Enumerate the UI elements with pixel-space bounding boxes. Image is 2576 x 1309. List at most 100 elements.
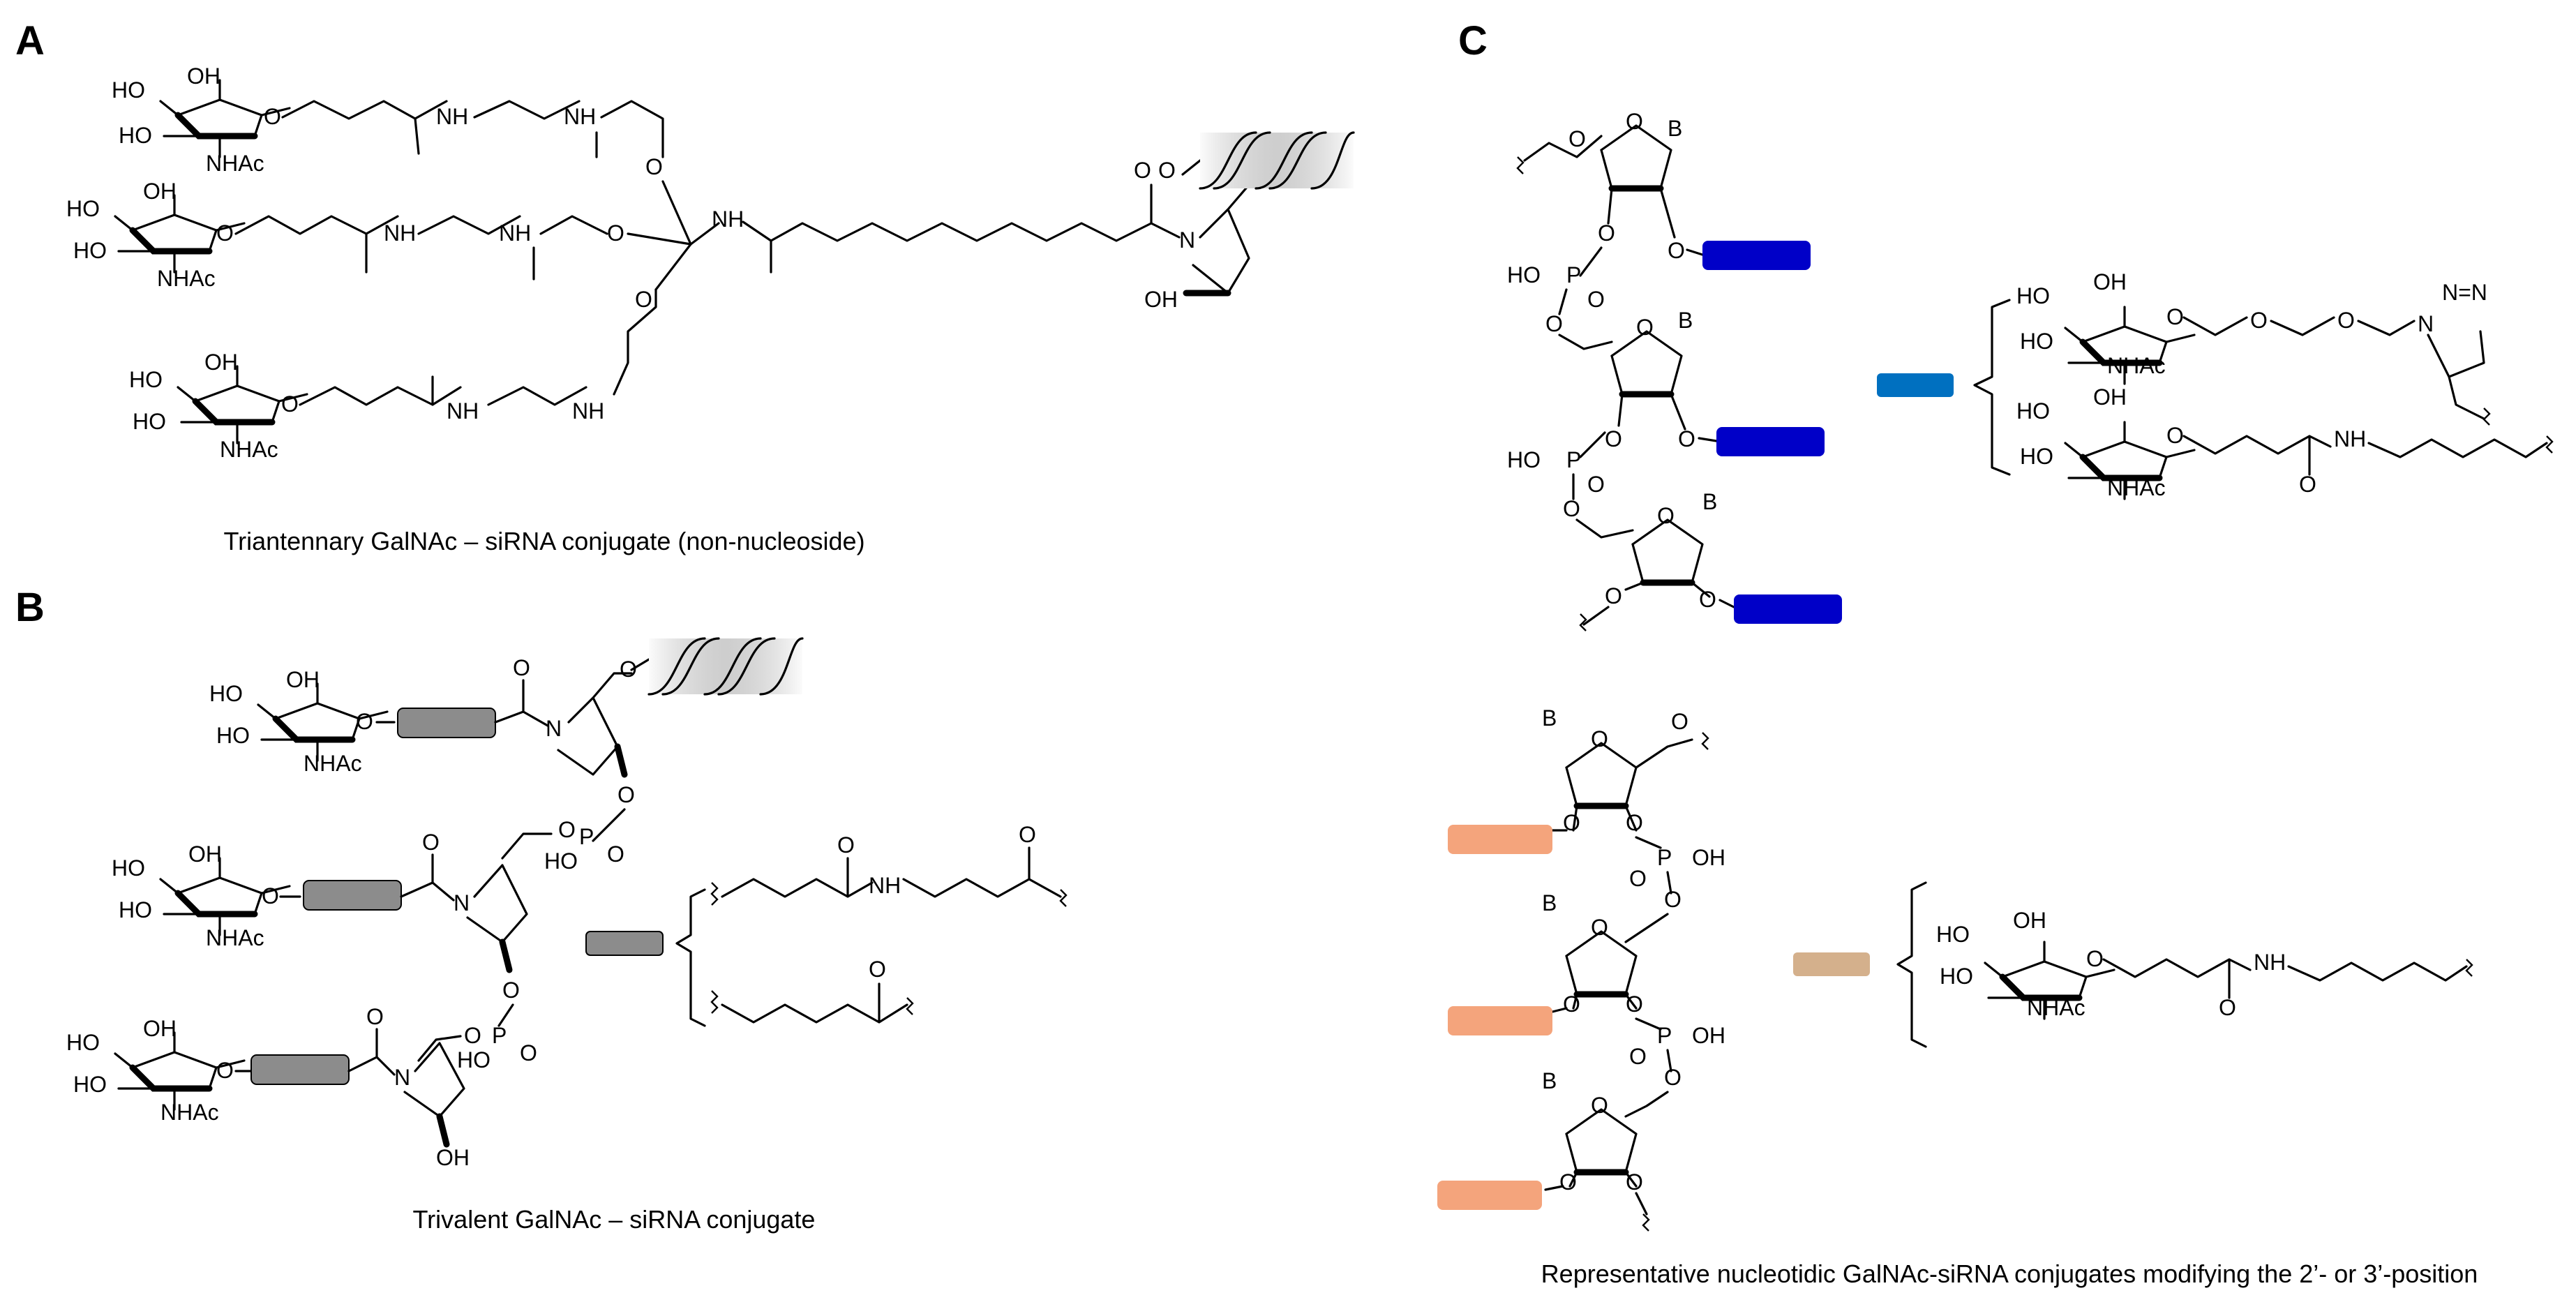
atom-nhac: NHAc [220,437,278,462]
atom-oh: OH [286,667,320,692]
galnac-arm-b1: HO OH HO NHAc O O N O O [209,637,804,842]
atom-o: O [1626,992,1643,1017]
atom-triazole: N=N [2442,280,2487,305]
atom-nhac: NHAc [160,1100,219,1125]
atom-o: O [1158,158,1176,183]
atom-o: O [2337,308,2355,333]
atom-o: O [1545,311,1563,336]
atom-ho: HO [457,1047,491,1072]
atom-o: O [1563,992,1580,1017]
panel-a: A HO OH HO NHAc O NH NH O HO OH HO NHAc … [15,18,1355,555]
atom-o: O [1629,866,1647,891]
atom-p: P [1657,1023,1672,1048]
atom-o: O [422,830,440,855]
atom-o: O [2166,304,2184,329]
atom-o: O [617,782,635,807]
galnac-arm-b2: HO OH HO NHAc O O N O [112,830,528,1027]
atom-p: P [1566,262,1581,287]
panel-c: C O O B O O HO P O O O B O O [1437,18,2554,1288]
panel-b: B HO OH HO NHAc O O N O O O P HO [15,585,1068,1234]
dark-blue-linker [1734,594,1842,624]
dark-blue-linker [1702,241,1811,270]
atom-o: O [1019,822,1036,847]
grey-linker-key [585,931,664,956]
atom-o: O [262,883,279,908]
atom-o: O [1591,1093,1608,1118]
atom-o: O [2086,946,2104,971]
atom-nhac: NHAc [2027,995,2085,1020]
galnac-arm-2: HO OH HO NHAc O NH NH O [66,179,692,291]
atom-nhac: NHAc [206,925,264,950]
atom-o: O [1657,503,1675,528]
galnac-arm-3: HO OH HO NHAc O NH NH O [129,243,692,462]
atom-o: O [513,655,530,680]
atom-ho: HO [73,238,107,263]
atom-nh: NH [499,220,531,246]
atom-o: O [1664,1065,1682,1090]
atom-p: P [492,1023,507,1048]
atom-o: O [1626,810,1643,835]
salmon-linker [1437,1181,1542,1210]
atom-b: B [1542,705,1557,731]
atom-o: O [264,104,281,129]
atom-ho: HO [133,409,166,434]
atom-o: O [356,709,373,734]
sirna-duplex [1199,131,1355,190]
atom-nh: NH [572,398,604,424]
panel-c-label: C [1458,18,1488,63]
atom-o: O [1568,126,1586,151]
atom-p: P [1566,447,1581,472]
atom-o: O [558,817,576,842]
atom-b: B [1542,890,1557,915]
atom-o: O [2219,995,2236,1020]
atom-o: O [1668,238,1685,263]
atom-o: O [1587,287,1605,312]
atom-o: O [1591,915,1608,940]
atom-o: O [1563,496,1580,521]
atom-o: O [1134,158,1151,183]
atom-n: N [546,716,562,741]
atom-ho: HO [112,855,145,881]
atom-nhac: NHAc [2107,475,2166,500]
atom-ho: HO [2016,283,2050,308]
atom-nhac: NHAc [157,266,216,291]
atom-ho: HO [544,848,578,874]
atom-o: O [1587,472,1605,497]
atom-n: N [2418,311,2434,336]
atom-o: O [1591,726,1608,751]
atom-b: B [1702,489,1717,514]
atom-o: O [1626,109,1643,134]
mid-blue-linker-key [1877,373,1954,397]
grey-linker [303,880,402,911]
atom-b: B [1678,308,1693,333]
atom-o: O [1626,1169,1643,1195]
atom-nh: NH [712,207,744,232]
atom-o: O [1664,887,1682,912]
panel-b-label: B [15,585,45,630]
atom-oh: OH [204,350,238,375]
atom-o: O [1699,587,1716,612]
atom-p: P [1657,845,1672,870]
blue-linker-legend: HO OH HO NHAc O O O N N=N HO OH HO NHAc … [1877,269,2554,500]
atom-oh: OH [2093,384,2127,410]
atom-n: N [1179,227,1195,253]
atom-o: O [216,1058,234,1083]
phosphate-b1: O P HO O [501,817,624,874]
atom-nhac: NHAc [304,751,362,776]
atom-nh: NH [2254,950,2286,975]
atom-ho: HO [66,196,100,221]
salmon-linker [1448,825,1552,854]
atom-oh: OH [143,1016,177,1041]
atom-o: O [1671,709,1688,734]
atom-p: P [579,824,594,849]
grey-linker-legend: O NH O O [585,822,1068,1027]
atom-ho: HO [1507,447,1541,472]
atom-o: O [1605,583,1622,608]
atom-ho: HO [1940,964,1973,989]
atom-o: O [1636,315,1654,340]
galnac-arm-b3: HO OH HO NHAc O O N OH [66,1004,470,1170]
atom-ho: HO [1507,262,1541,287]
atom-nh: NH [2334,426,2366,451]
atom-o: O [2250,308,2268,333]
phosphate-b2: O P HO O [417,1023,537,1072]
